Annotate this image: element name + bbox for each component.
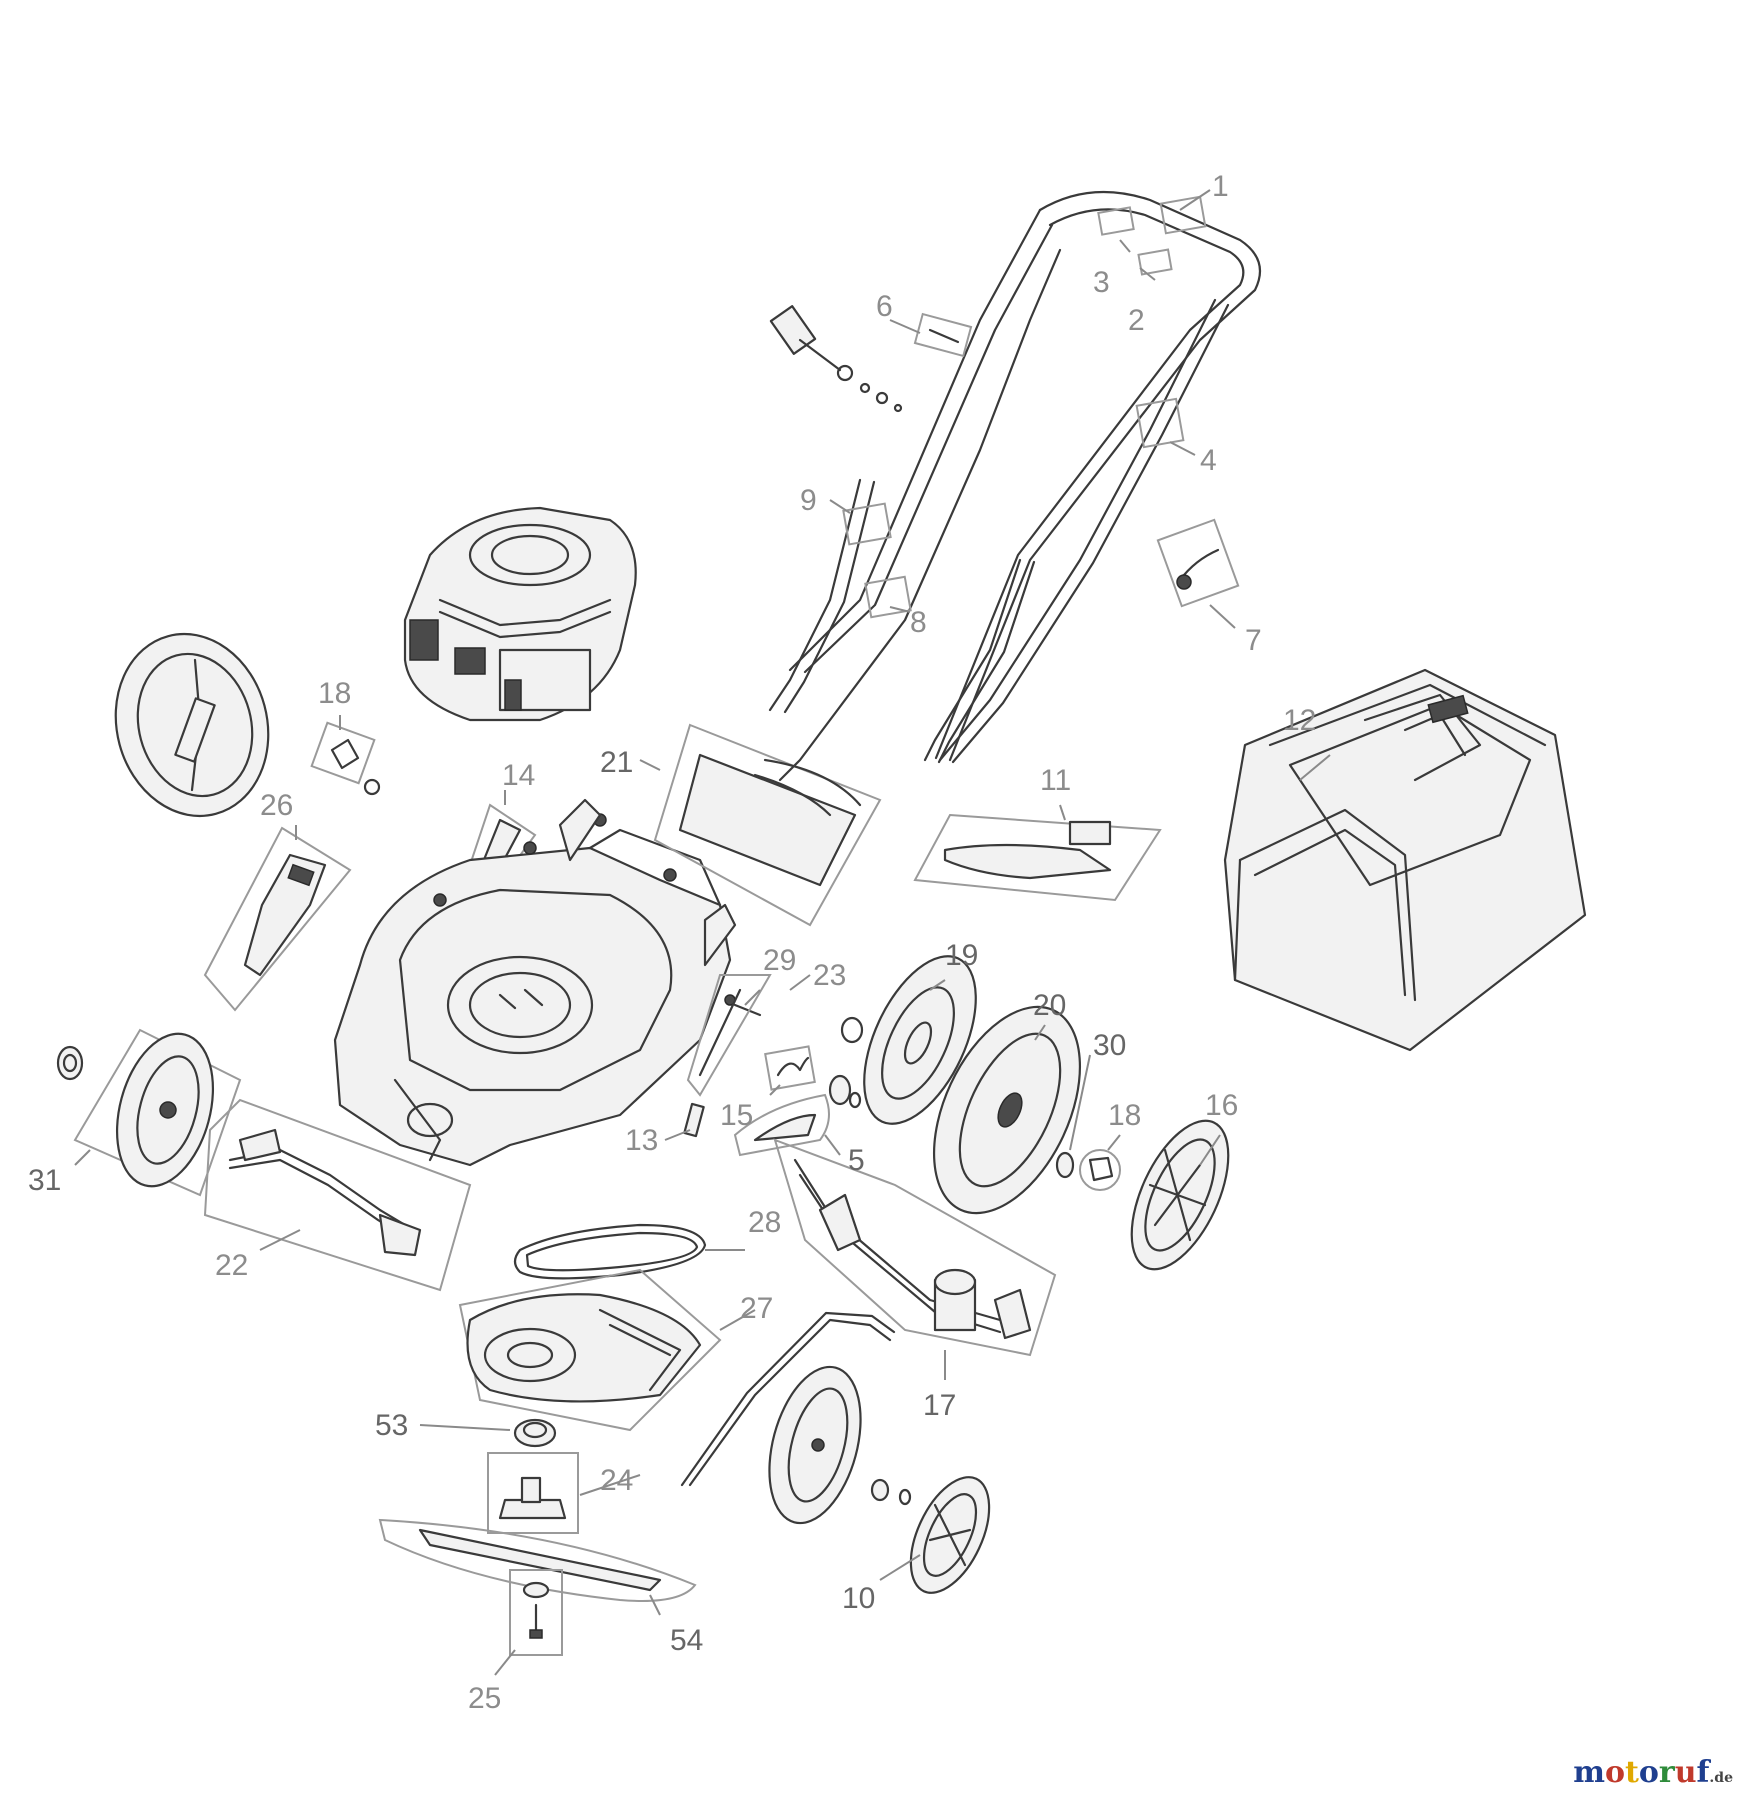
deck-bolts xyxy=(433,813,677,907)
callout-4: 4 xyxy=(1200,444,1217,477)
watermark-letter: f xyxy=(1696,1755,1710,1790)
rear-wheel-left xyxy=(114,632,270,818)
front-wheel-cap-31 xyxy=(56,1045,84,1081)
callout-5: 5 xyxy=(848,1144,865,1177)
leader-lines xyxy=(74,189,1331,1676)
callout-16: 16 xyxy=(1205,1089,1238,1122)
watermark-letter: r xyxy=(1658,1755,1675,1790)
part-25-blade-bolt-box xyxy=(509,1569,563,1656)
callout-31: 31 xyxy=(28,1164,61,1197)
callout-labels: 1 2 3 4 5 6 7 8 9 10 11 12 13 14 15 16 1… xyxy=(28,170,1316,1715)
part-16-hubcap xyxy=(1130,1119,1230,1271)
watermark-letter: t xyxy=(1625,1755,1639,1790)
callout-14: 14 xyxy=(502,759,535,792)
part-29-bolt xyxy=(724,994,762,1017)
deck-bracket-right xyxy=(703,903,737,967)
callout-54: 54 xyxy=(670,1624,703,1657)
watermark-letter: u xyxy=(1674,1755,1697,1790)
handle-knob-bolt xyxy=(769,305,903,413)
handle-clips xyxy=(842,195,1207,619)
engine xyxy=(403,506,637,722)
part-23-box xyxy=(686,974,772,1097)
lower-handle-bars xyxy=(768,478,1036,764)
part-53-pulley xyxy=(513,1418,557,1448)
callout-27: 27 xyxy=(740,1292,773,1325)
upper-handle xyxy=(788,190,1262,764)
part-6-box xyxy=(913,312,973,358)
callout-20: 20 xyxy=(1033,989,1066,1022)
axle-bushings xyxy=(828,1016,864,1109)
part-19-wheel-cover xyxy=(863,955,977,1125)
part-22-front-axle-box xyxy=(203,1098,472,1292)
part-17-gearbox-axle xyxy=(773,1138,1057,1357)
mulching-plug-rod xyxy=(680,1311,896,1487)
part-28-belt xyxy=(513,1223,707,1280)
part-10-hubcap xyxy=(909,1476,991,1594)
callout-19: 19 xyxy=(945,939,978,972)
part-20-rear-wheel-right xyxy=(932,1005,1082,1215)
front-wheel-right xyxy=(768,1365,912,1525)
callout-17: 17 xyxy=(923,1389,956,1422)
part-26-box xyxy=(203,826,352,1012)
part-54-blade xyxy=(378,1518,697,1602)
part-21-rear-flap xyxy=(653,723,882,927)
part-13-spring xyxy=(683,1102,705,1138)
callout-11: 11 xyxy=(1040,764,1071,797)
callout-28: 28 xyxy=(748,1206,781,1239)
callout-2: 2 xyxy=(1128,304,1145,337)
part-15-spring-box xyxy=(764,1045,816,1091)
callout-23: 23 xyxy=(813,959,846,992)
part-27-belt-cover xyxy=(458,1268,722,1432)
callout-10: 10 xyxy=(842,1582,875,1615)
deck-bracket-left xyxy=(558,798,602,862)
callout-9: 9 xyxy=(800,484,817,517)
callout-30: 30 xyxy=(1093,1029,1126,1062)
part-5-plate xyxy=(733,1093,830,1157)
callout-24: 24 xyxy=(600,1464,633,1497)
part-18-top-box xyxy=(310,721,381,796)
callout-7: 7 xyxy=(1245,624,1262,657)
callout-22: 22 xyxy=(215,1249,248,1282)
callout-6: 6 xyxy=(876,290,893,323)
part-12-grass-catcher xyxy=(1223,668,1587,1052)
part-11-box xyxy=(913,813,1162,902)
watermark-logo: motoruf.de xyxy=(1573,1755,1733,1790)
part-7-box xyxy=(1156,518,1240,608)
part-30-washer xyxy=(1055,1151,1075,1179)
callout-25: 25 xyxy=(468,1682,501,1715)
part-18-lower-box xyxy=(1079,1149,1121,1191)
callout-1: 1 xyxy=(1212,170,1229,203)
callout-26: 26 xyxy=(260,789,293,822)
watermark-letter: o xyxy=(1638,1755,1659,1790)
watermark-suffix: .de xyxy=(1709,1770,1733,1786)
part-24-blade-holder-box xyxy=(487,1452,579,1534)
callout-18-bottom: 18 xyxy=(1108,1099,1141,1132)
callout-8: 8 xyxy=(910,606,927,639)
callout-29: 29 xyxy=(763,944,796,977)
callout-53: 53 xyxy=(375,1409,408,1442)
callout-12: 12 xyxy=(1283,704,1316,737)
watermark-letter: o xyxy=(1605,1755,1626,1790)
part-31-front-wheel-box xyxy=(73,1028,242,1197)
callout-18-top: 18 xyxy=(318,677,351,710)
throttle-cable xyxy=(778,248,1062,782)
mower-deck xyxy=(333,828,732,1167)
callout-15: 15 xyxy=(720,1099,753,1132)
watermark-letter: m xyxy=(1573,1755,1605,1790)
callout-3: 3 xyxy=(1093,266,1110,299)
callout-21: 21 xyxy=(600,746,633,779)
callout-13: 13 xyxy=(625,1124,658,1157)
